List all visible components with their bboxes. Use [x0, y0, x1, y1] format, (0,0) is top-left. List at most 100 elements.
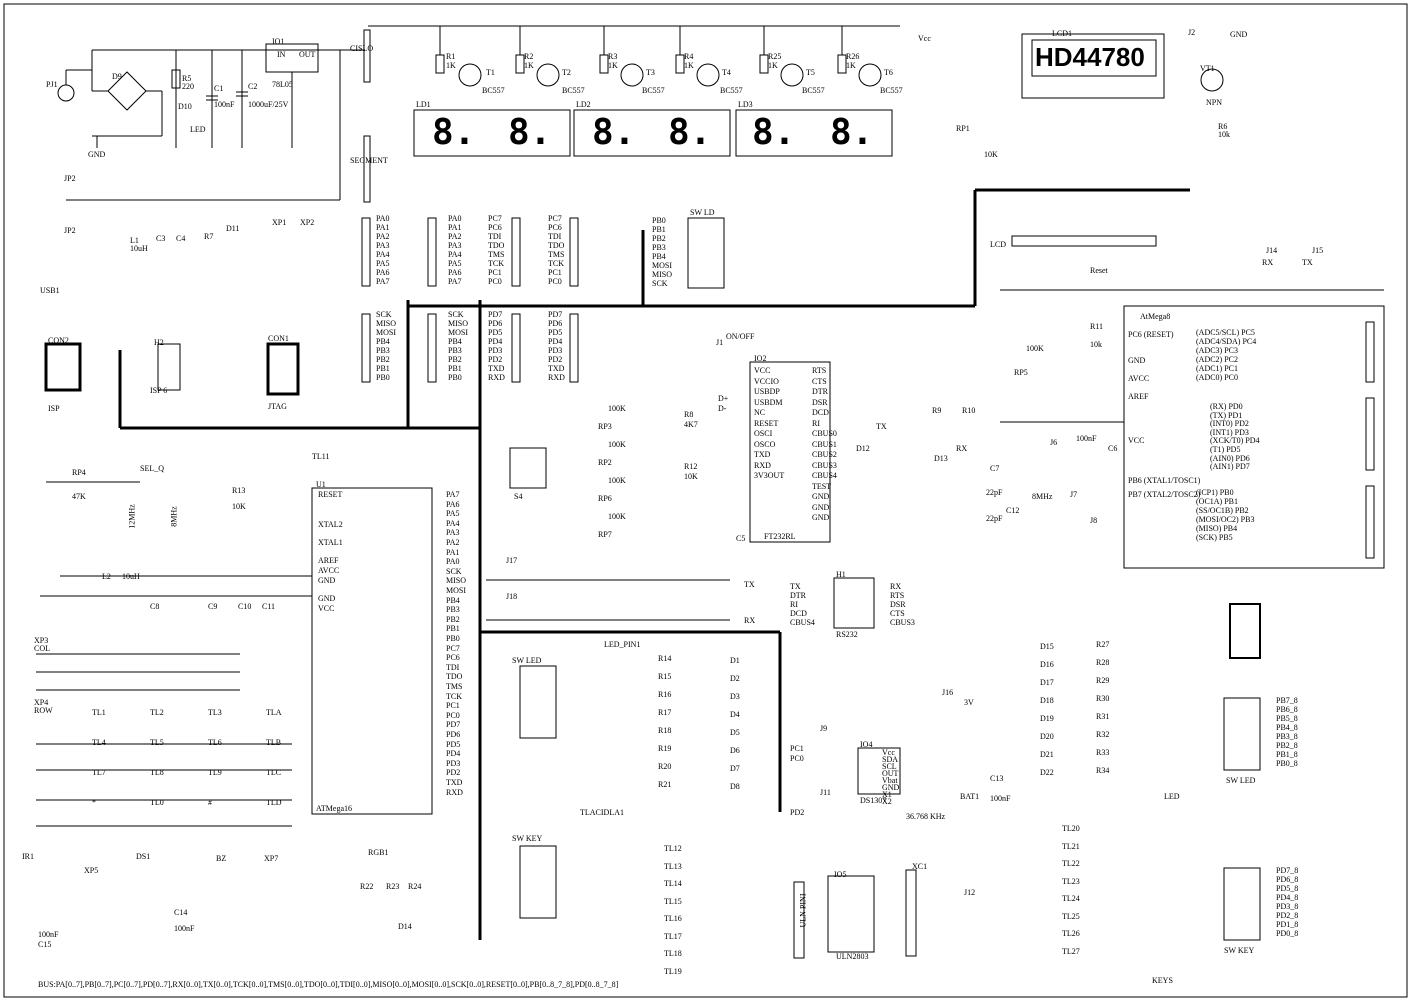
keypad-key[interactable]: TL9: [208, 768, 222, 777]
rp7-label: RP7: [598, 530, 612, 539]
keypad-key[interactable]: TL3: [208, 708, 222, 717]
mega16-left-pin: AREF: [318, 556, 339, 565]
ftdi-left-pin: RESET: [754, 418, 779, 428]
rs232-right-pin: RX: [890, 582, 902, 591]
keypad-key[interactable]: TL4: [92, 738, 106, 747]
keypad-key[interactable]: #: [208, 798, 212, 807]
portc-pin: TMS: [488, 250, 505, 259]
uln-conn: ULN PINI: [798, 893, 808, 928]
portd-pin: PD4: [548, 337, 563, 346]
mega16-left-pin: RESET: [318, 490, 343, 499]
keypad-key[interactable]: TL8: [150, 768, 164, 777]
net-pc0-label: PC0: [790, 754, 804, 763]
keypad-key[interactable]: TL6: [208, 738, 222, 747]
keypad-key[interactable]: TL1: [92, 708, 106, 717]
r10-label: R10: [962, 406, 976, 415]
portb-pin: PB4: [448, 337, 462, 346]
rs232-name: RS232: [836, 630, 858, 639]
porta-pin: PA2: [376, 232, 390, 241]
c14-label: C14: [174, 908, 188, 917]
keypad-key[interactable]: *: [92, 798, 96, 807]
rp2-value: 100K: [608, 440, 626, 449]
r25-label: R25: [768, 52, 782, 61]
keypad-key[interactable]: TL0: [150, 798, 164, 807]
portb-pin: PB0: [376, 373, 390, 382]
rs232-left-pin: RI: [790, 600, 798, 609]
mega16-pin: TCK: [446, 691, 462, 701]
portd-pin: PD5: [488, 328, 503, 337]
keys-2-label: KEYS: [1152, 976, 1173, 985]
net-rx-label: RX: [744, 616, 756, 625]
t4-label: T4: [722, 68, 731, 77]
npn-label: NPN: [1206, 98, 1223, 107]
seg-digit-3: 8.: [592, 112, 636, 153]
sw-ld-pin: SCK: [652, 279, 668, 288]
rp5-value: 100K: [1026, 344, 1044, 353]
t5-label: T5: [806, 68, 815, 77]
c3-label: C3: [156, 234, 166, 243]
mega16-pin: PA2: [446, 538, 460, 547]
keypad-key[interactable]: TLC: [266, 768, 282, 777]
mega16-pin: PA1: [446, 547, 460, 557]
r2-label: R2: [524, 52, 534, 61]
mega8-pd-pin: (INT0) PD2: [1210, 419, 1249, 429]
d13-label: D13: [934, 454, 948, 463]
portc-pin: PC6: [488, 223, 502, 232]
led-diode: D6: [730, 746, 740, 755]
ftdi-part: FT232RL: [764, 532, 796, 541]
porta-pin: PA7: [376, 277, 390, 286]
keypad-key[interactable]: TL5: [150, 738, 164, 747]
bridge-rectifier-symbol: [107, 71, 147, 111]
mega16-pin: PB4: [446, 595, 460, 605]
c7-label: C7: [990, 464, 1000, 473]
d10-led: LED: [190, 125, 206, 134]
c14-value: 100nF: [174, 924, 195, 933]
r6-label: R6: [1218, 122, 1228, 131]
keypad-key[interactable]: TLB: [266, 738, 282, 747]
ds1307-chip: [857, 747, 901, 795]
sw-key-label: SW KEY: [512, 834, 543, 843]
sw-ld-pin: PB2: [652, 234, 666, 243]
atmega8-chip: [1123, 305, 1385, 569]
porta-pin: PA5: [376, 259, 390, 268]
key2-switch: TL27: [1062, 946, 1080, 956]
mega16-left-pin: XTAL1: [318, 538, 343, 547]
led2-resistor: R29: [1096, 676, 1110, 685]
display-ld1: [413, 109, 571, 157]
mega8-pd-pin: (RX) PD0: [1210, 402, 1243, 411]
rtc-ref: IO4: [860, 740, 873, 749]
mega16-left-pin: GND: [318, 594, 336, 603]
t4-part: BC557: [720, 86, 743, 95]
xp2-label: XP2: [300, 218, 315, 227]
isp6-label: ISP 6: [150, 386, 168, 395]
r26-value: 1K: [846, 61, 856, 70]
rp6-label: RP6: [598, 494, 612, 503]
d11-label: D11: [226, 224, 240, 233]
mega16-pin: PA5: [446, 509, 460, 519]
keypad-key[interactable]: TL7: [92, 768, 106, 777]
xtal-8mhz-label: 8MHz: [1032, 492, 1053, 501]
porta-pin: PA4: [448, 250, 462, 259]
mega8-pd-pin: (AIN0) PD6: [1210, 453, 1250, 463]
r2-value: 1K: [524, 61, 534, 70]
seg-digit-5: 8.: [752, 112, 796, 153]
portb-pin: SCK: [448, 310, 464, 319]
keypad-key[interactable]: TLA: [266, 708, 282, 717]
con1-label: CON1: [268, 334, 289, 343]
keypad-key[interactable]: TLD: [266, 798, 282, 807]
porta-pin: PA4: [376, 250, 390, 259]
led2-resistor: R32: [1096, 730, 1110, 739]
keys2-pin: PD0_8: [1276, 929, 1299, 938]
mega8-pc-pin: (ADC4/SDA) PC4: [1196, 337, 1257, 346]
rtc-pin: Vbat: [882, 776, 898, 785]
mega16-pin: TXD: [446, 778, 463, 787]
key-switch: TL16: [664, 914, 682, 923]
xp7-label: XP7: [264, 854, 279, 863]
l2-value: 10uH: [122, 572, 140, 581]
keypad-key[interactable]: TL2: [150, 708, 164, 717]
r5-label: R5: [182, 74, 192, 83]
rp4-label: RP4: [72, 468, 86, 477]
portc-pin: TCK: [548, 259, 564, 268]
dminus-label: D-: [718, 404, 727, 413]
porta-pin: PA0: [448, 214, 462, 223]
